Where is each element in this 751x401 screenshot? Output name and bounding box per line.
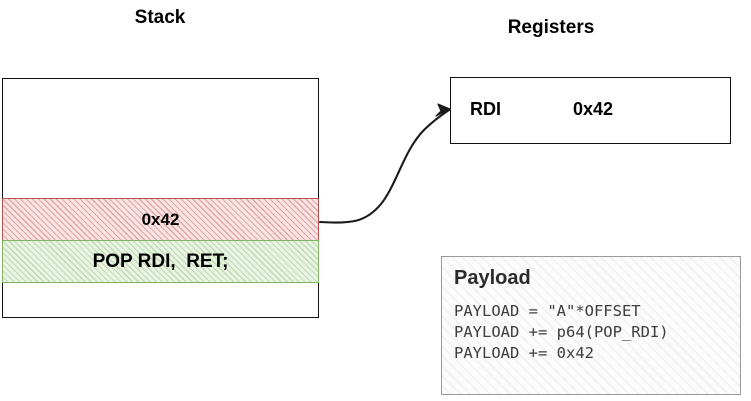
payload-code-line: PAYLOAD += p64(POP_RDI): [454, 323, 669, 341]
register-value-rdi: 0x42: [573, 99, 614, 119]
stack-row-return-address[interactable]: 0x42: [2, 198, 319, 241]
payload-box: Payload PAYLOAD = "A"*OFFSET PAYLOAD += …: [441, 256, 741, 395]
arrow-path: [318, 108, 451, 224]
register-name-rdi: RDI: [470, 99, 501, 119]
registers-title: Registers: [507, 17, 595, 38]
payload-code-line: PAYLOAD += 0x42: [454, 344, 594, 362]
arrow-head-icon: [435, 103, 451, 117]
registers-box: [450, 77, 731, 144]
stack-row-gadget-label: POP RDI, RET;: [92, 250, 229, 272]
stack-title: Stack: [134, 7, 186, 28]
payload-code-line: PAYLOAD = "A"*OFFSET: [454, 302, 641, 320]
payload-heading: Payload: [454, 267, 531, 289]
stack-row-gadget[interactable]: POP RDI, RET;: [2, 240, 319, 283]
stack-row-return-address-label: 0x42: [141, 209, 180, 229]
